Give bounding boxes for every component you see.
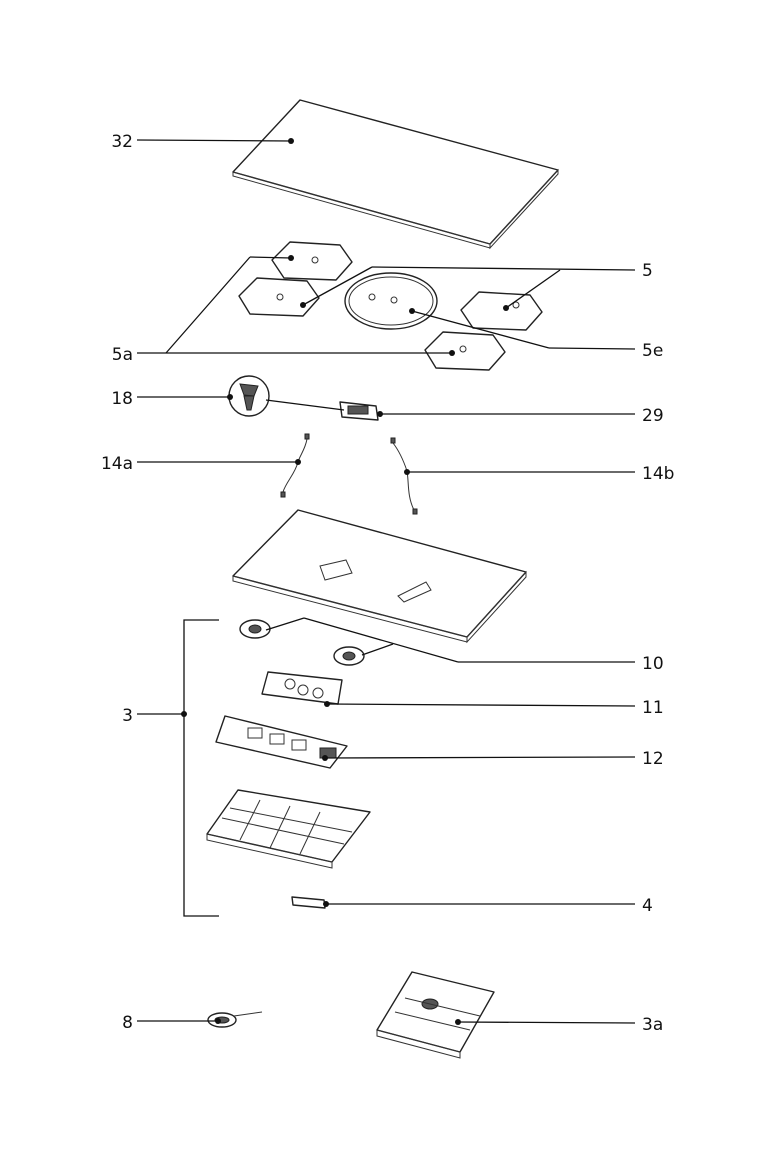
cable-harness-left (280, 433, 310, 498)
induction-coil-center-large (344, 272, 438, 330)
cable-harness-right (390, 437, 418, 515)
label-10: 10 (642, 654, 664, 674)
small-bracket (291, 896, 326, 909)
part-labels: 32 5 5a 5e 18 29 14a 14b 10 11 3 12 4 8 … (101, 132, 675, 1035)
group-bracket (183, 619, 219, 917)
induction-coil-front-left (238, 277, 320, 317)
label-8: 8 (122, 1013, 133, 1033)
power-board (215, 715, 348, 769)
label-14b: 14b (642, 464, 674, 484)
label-29: 29 (642, 406, 664, 426)
control-module (339, 401, 379, 421)
label-5a: 5a (112, 345, 133, 365)
leader-lines (136, 138, 636, 1025)
assembled-lower-unit (376, 971, 495, 1059)
label-3a: 3a (642, 1015, 663, 1035)
label-14a: 14a (101, 454, 133, 474)
cooling-fan-right (333, 646, 365, 666)
label-5: 5 (642, 261, 653, 281)
label-32: 32 (111, 132, 133, 152)
bottom-housing (206, 789, 371, 869)
induction-coil-front-center (424, 331, 506, 371)
induction-coil-rear-left (271, 241, 353, 281)
label-18: 18 (111, 389, 133, 409)
induction-coil-right (460, 291, 543, 331)
cooling-fan-left (239, 619, 271, 639)
label-5e: 5e (642, 341, 663, 361)
filter-board (261, 671, 343, 705)
label-4: 4 (642, 896, 653, 916)
fastener-detail-circle (228, 375, 270, 417)
label-12: 12 (642, 749, 664, 769)
label-3: 3 (122, 706, 133, 726)
label-11: 11 (642, 698, 664, 718)
glass-top-plate (232, 99, 559, 250)
chassis-plate (232, 509, 527, 644)
